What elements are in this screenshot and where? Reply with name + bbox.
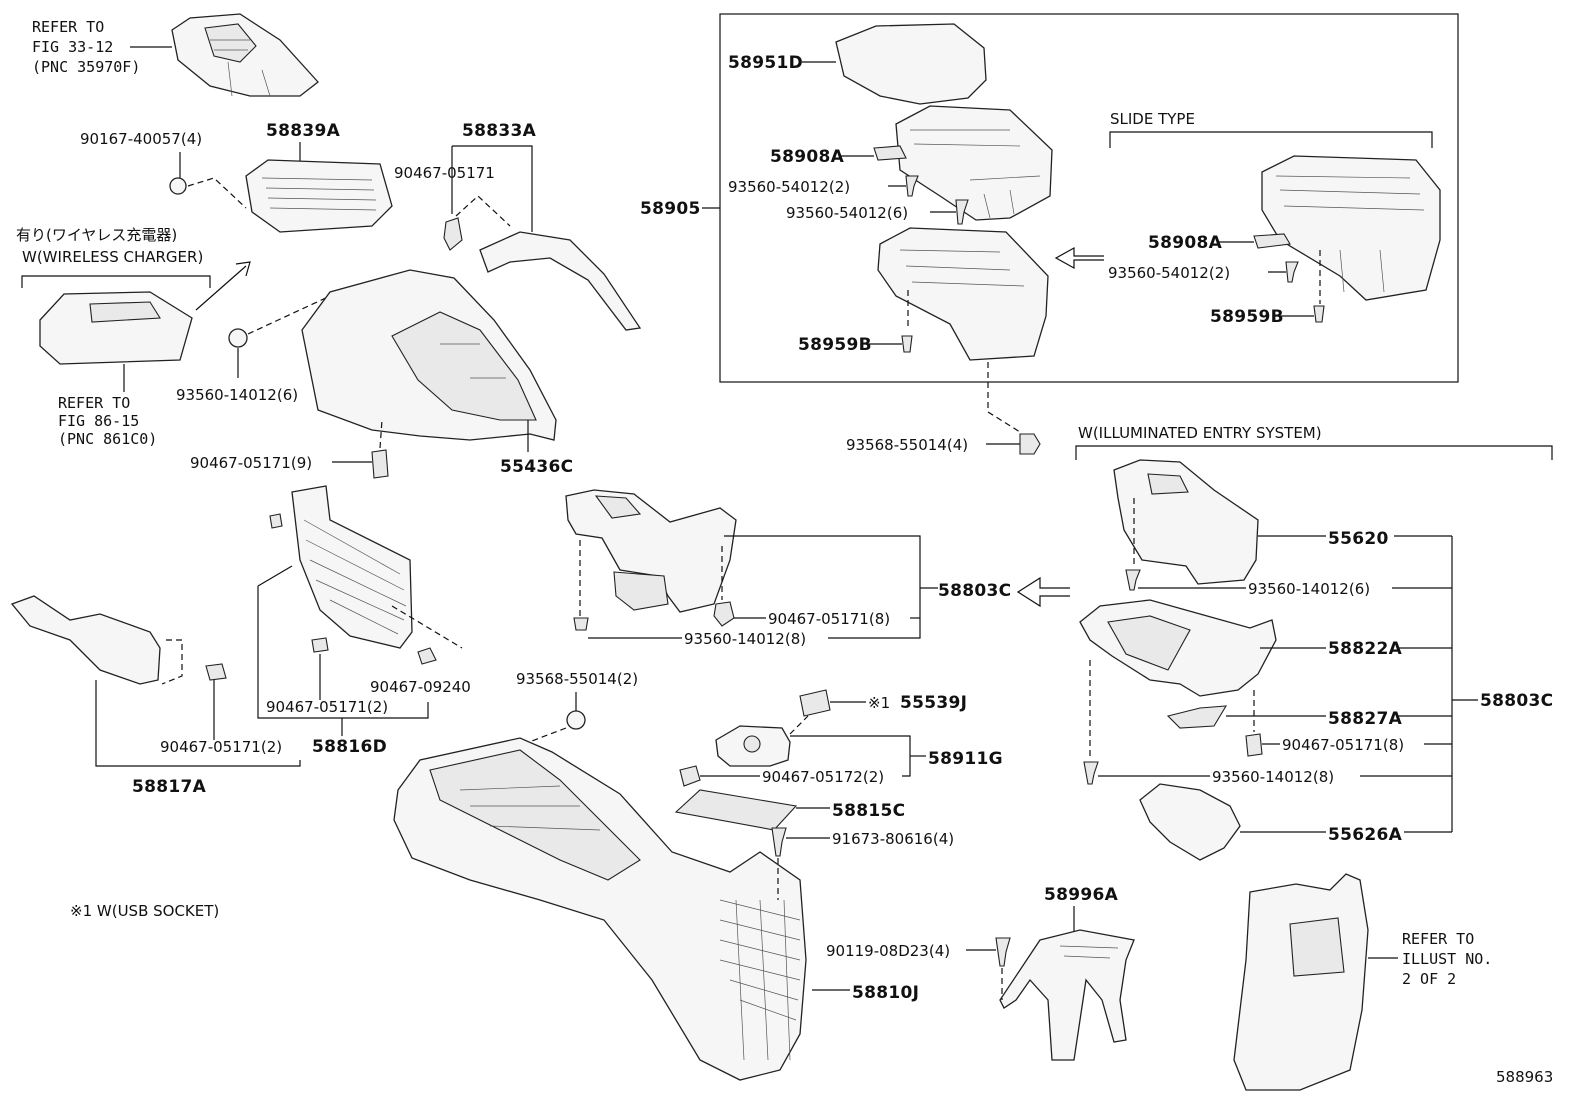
svg-text:58908A: 58908A <box>1148 233 1223 253</box>
part-91673-80616: 91673-80616(4) <box>771 827 954 900</box>
rear-panel-illustration: REFER TO ILLUST NO. 2 OF 2 <box>1233 873 1492 1091</box>
part-58833A: 58833A 90467-05171 <box>394 121 642 331</box>
svg-text:58959B: 58959B <box>798 335 872 355</box>
svg-text:90467-05171(9): 90467-05171(9) <box>190 454 312 472</box>
svg-text:(PNC 35970F): (PNC 35970F) <box>32 58 140 76</box>
part-58911G: 58911G 90467-05172(2) <box>679 715 1003 787</box>
part-58810J: 58810J <box>393 737 919 1081</box>
svg-text:58908A: 58908A <box>770 147 845 167</box>
part-58803C-center: 58803C 90467-05171(8) 93560-14012(8) <box>565 489 1070 648</box>
svg-text:93560-54012(2): 93560-54012(2) <box>728 178 850 196</box>
svg-text:2 OF 2: 2 OF 2 <box>1402 970 1456 988</box>
part-93568-55014-4: 93568-55014(4) <box>846 362 1041 455</box>
usb-socket-note: ※1 W(USB SOCKET) <box>70 902 219 920</box>
svg-text:58827A: 58827A <box>1328 709 1403 729</box>
svg-text:58951D: 58951D <box>728 53 803 73</box>
svg-text:90467-05171(8): 90467-05171(8) <box>768 610 890 628</box>
part-90167-40057: 90167-40057(4) <box>80 130 247 209</box>
svg-text:55539J: 55539J <box>900 693 967 713</box>
svg-text:91673-80616(4): 91673-80616(4) <box>832 830 954 848</box>
svg-text:※1: ※1 <box>868 694 890 712</box>
svg-text:(PNC 861C0): (PNC 861C0) <box>58 430 157 448</box>
svg-text:FIG 86-15: FIG 86-15 <box>58 412 139 430</box>
svg-text:FIG 33-12: FIG 33-12 <box>32 38 113 56</box>
svg-text:REFER TO: REFER TO <box>58 394 130 412</box>
svg-text:REFER TO: REFER TO <box>32 18 104 36</box>
svg-text:90467-05172(2): 90467-05172(2) <box>762 768 884 786</box>
part-58817A: 90467-05171(2) 58817A <box>10 595 301 797</box>
svg-text:90467-09240: 90467-09240 <box>370 678 471 696</box>
svg-text:REFER TO: REFER TO <box>1402 930 1474 948</box>
svg-text:58803C: 58803C <box>938 581 1011 601</box>
svg-text:93560-14012(6): 93560-14012(6) <box>1248 580 1370 598</box>
svg-text:58911G: 58911G <box>928 749 1003 769</box>
svg-text:58810J: 58810J <box>852 983 919 1003</box>
svg-text:58905: 58905 <box>640 199 701 219</box>
svg-text:90467-05171: 90467-05171 <box>394 164 495 182</box>
part-58839A: 58839A <box>245 121 393 233</box>
refer-fig-33-12: REFER TO FIG 33-12 (PNC 35970F) <box>32 18 172 76</box>
svg-text:93560-14012(8): 93560-14012(8) <box>684 630 806 648</box>
part-58816D: 90467-09240 90467-05171(2) 58816D <box>257 485 471 757</box>
svg-text:55620: 55620 <box>1328 529 1389 549</box>
svg-text:93560-14012(8): 93560-14012(8) <box>1212 768 1334 786</box>
svg-text:58817A: 58817A <box>132 777 207 797</box>
svg-text:55436C: 55436C <box>500 457 573 477</box>
svg-text:W(WIRELESS CHARGER): W(WIRELESS CHARGER) <box>22 248 203 266</box>
svg-text:58839A: 58839A <box>266 121 341 141</box>
svg-text:58996A: 58996A <box>1044 885 1119 905</box>
svg-text:93560-54012(2): 93560-54012(2) <box>1108 264 1230 282</box>
part-58815C: 58815C <box>674 789 905 831</box>
svg-text:93560-54012(6): 93560-54012(6) <box>786 204 908 222</box>
part-93568-55014-2: 93568-55014(2) <box>507 670 638 751</box>
svg-text:90119-08D23(4): 90119-08D23(4) <box>826 942 950 960</box>
svg-text:58959B: 58959B <box>1210 307 1284 327</box>
svg-text:SLIDE TYPE: SLIDE TYPE <box>1110 110 1195 128</box>
svg-text:55626A: 55626A <box>1328 825 1403 845</box>
svg-text:93568-55014(4): 93568-55014(4) <box>846 436 968 454</box>
svg-text:90167-40057(4): 90167-40057(4) <box>80 130 202 148</box>
svg-text:W(ILLUMINATED ENTRY SYSTEM): W(ILLUMINATED ENTRY SYSTEM) <box>1078 424 1322 442</box>
svg-text:58833A: 58833A <box>462 121 537 141</box>
svg-text:ILLUST NO.: ILLUST NO. <box>1402 950 1492 968</box>
part-58996A: 58996A <box>999 885 1135 1061</box>
svg-text:93560-14012(6): 93560-14012(6) <box>176 386 298 404</box>
svg-text:90467-05171(8): 90467-05171(8) <box>1282 736 1404 754</box>
part-55436C: 55436C <box>301 269 573 477</box>
svg-text:90467-05171(2): 90467-05171(2) <box>160 738 282 756</box>
box-58905: 58905 58951D 58908A 93560-54012(2) 93560… <box>640 13 1459 383</box>
part-90119-08D23: 90119-08D23(4) <box>826 937 1011 1000</box>
svg-text:58815C: 58815C <box>832 801 905 821</box>
svg-text:58822A: 58822A <box>1328 639 1403 659</box>
svg-text:58816D: 58816D <box>312 737 387 757</box>
shift-boot-illustration <box>171 13 319 97</box>
part-93560-14012-6-left: 93560-14012(6) <box>176 295 331 404</box>
part-55539J: ※1 55539J <box>799 689 967 717</box>
wireless-charger-group: 有り(ワイヤレス充電器) W(WIRELESS CHARGER) REFER T… <box>16 226 251 448</box>
svg-text:93568-55014(2): 93568-55014(2) <box>516 670 638 688</box>
svg-text:有り(ワイヤレス充電器): 有り(ワイヤレス充電器) <box>16 226 177 244</box>
illuminated-entry-group: W(ILLUMINATED ENTRY SYSTEM) 55620 93560-… <box>1075 424 1553 861</box>
part-90467-05171-9: 90467-05171(9) <box>190 419 389 479</box>
svg-text:90467-05171(2): 90467-05171(2) <box>266 698 388 716</box>
svg-text:58803C: 58803C <box>1480 691 1553 711</box>
diagram-id: 588963 <box>1496 1068 1553 1086</box>
